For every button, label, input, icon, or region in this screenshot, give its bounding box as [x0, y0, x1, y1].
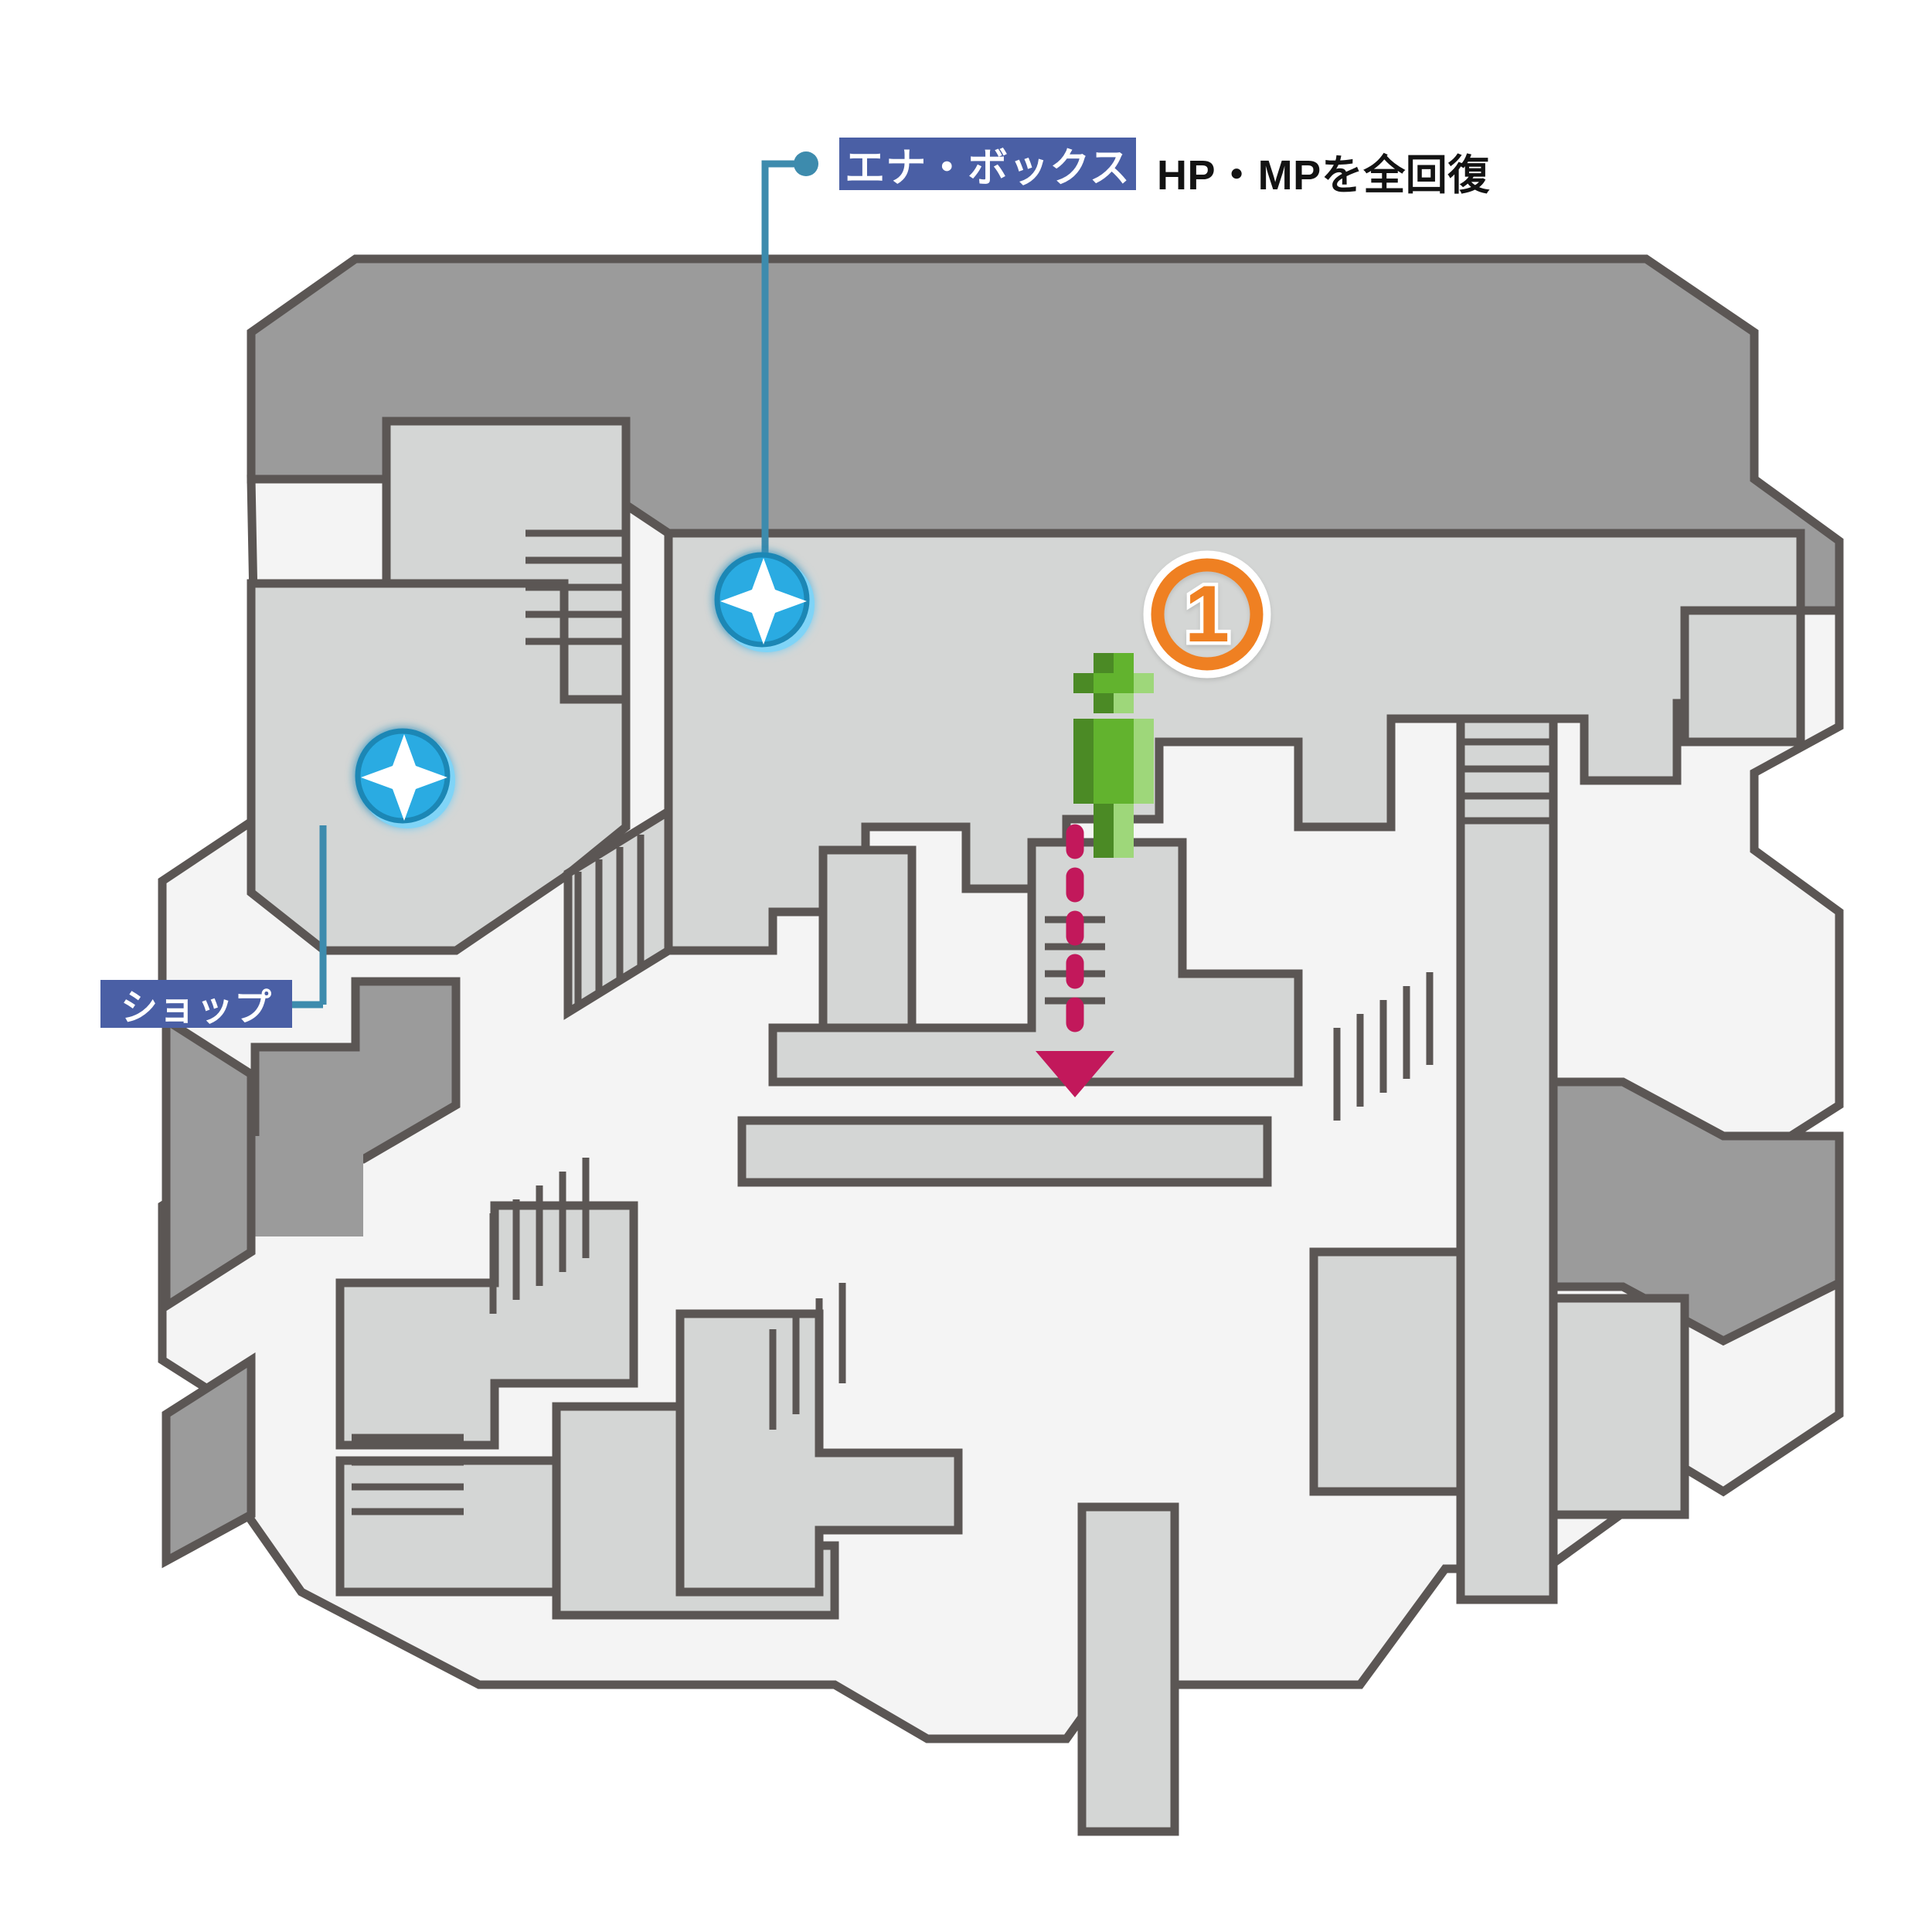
- corridor-bottom-vertical: [1077, 1502, 1179, 1836]
- leader-dot-ena-box: [794, 151, 818, 176]
- player-avatar: [1073, 653, 1154, 858]
- room-right-upper-notch: [1680, 606, 1805, 747]
- save-point-star-icon: [361, 734, 447, 821]
- staircase-upper-left: [526, 529, 626, 645]
- staircase-right-top: [1461, 738, 1553, 825]
- staircase-lower-left-diagonal: [489, 1158, 590, 1314]
- save-point-shop[interactable]: [355, 728, 455, 828]
- staircase-lower-mid-diagonal: [769, 1283, 846, 1430]
- room-right-lower: [1549, 1294, 1689, 1519]
- staircase-right-diagonal: [1333, 972, 1434, 1121]
- numbered-marker-label: 1: [1185, 570, 1230, 659]
- room-right-mid: [1309, 1247, 1465, 1496]
- room-center-c: [737, 1116, 1272, 1187]
- route-arrow-down: [1036, 824, 1114, 1097]
- numbered-marker-1[interactable]: 1 1: [1143, 550, 1271, 679]
- route-arrow-head: [1036, 1051, 1114, 1097]
- callout-label-shop[interactable]: ショップ: [100, 980, 292, 1029]
- corridor-right-vertical: [1456, 714, 1558, 1604]
- room-center-b: [768, 838, 1303, 1087]
- svg-text:1: 1: [1185, 570, 1230, 659]
- map-staircases: [352, 529, 1553, 1515]
- callout-label-ena-box[interactable]: エナ・ボックス: [839, 138, 1136, 191]
- room-center-a: [818, 845, 917, 1032]
- staircase-left-edge: [352, 1434, 464, 1515]
- save-point-ena-box[interactable]: [714, 552, 815, 652]
- callout-description-ena-box: HP・MPを全回復: [1157, 152, 1490, 199]
- save-point-star-icon: [720, 558, 807, 645]
- leader-line-ena-box: [761, 160, 804, 587]
- map-rooms: [247, 417, 1805, 1836]
- map-wall-mass-lower-left: [162, 977, 461, 1569]
- staircase-left-diagonal: [574, 835, 645, 1005]
